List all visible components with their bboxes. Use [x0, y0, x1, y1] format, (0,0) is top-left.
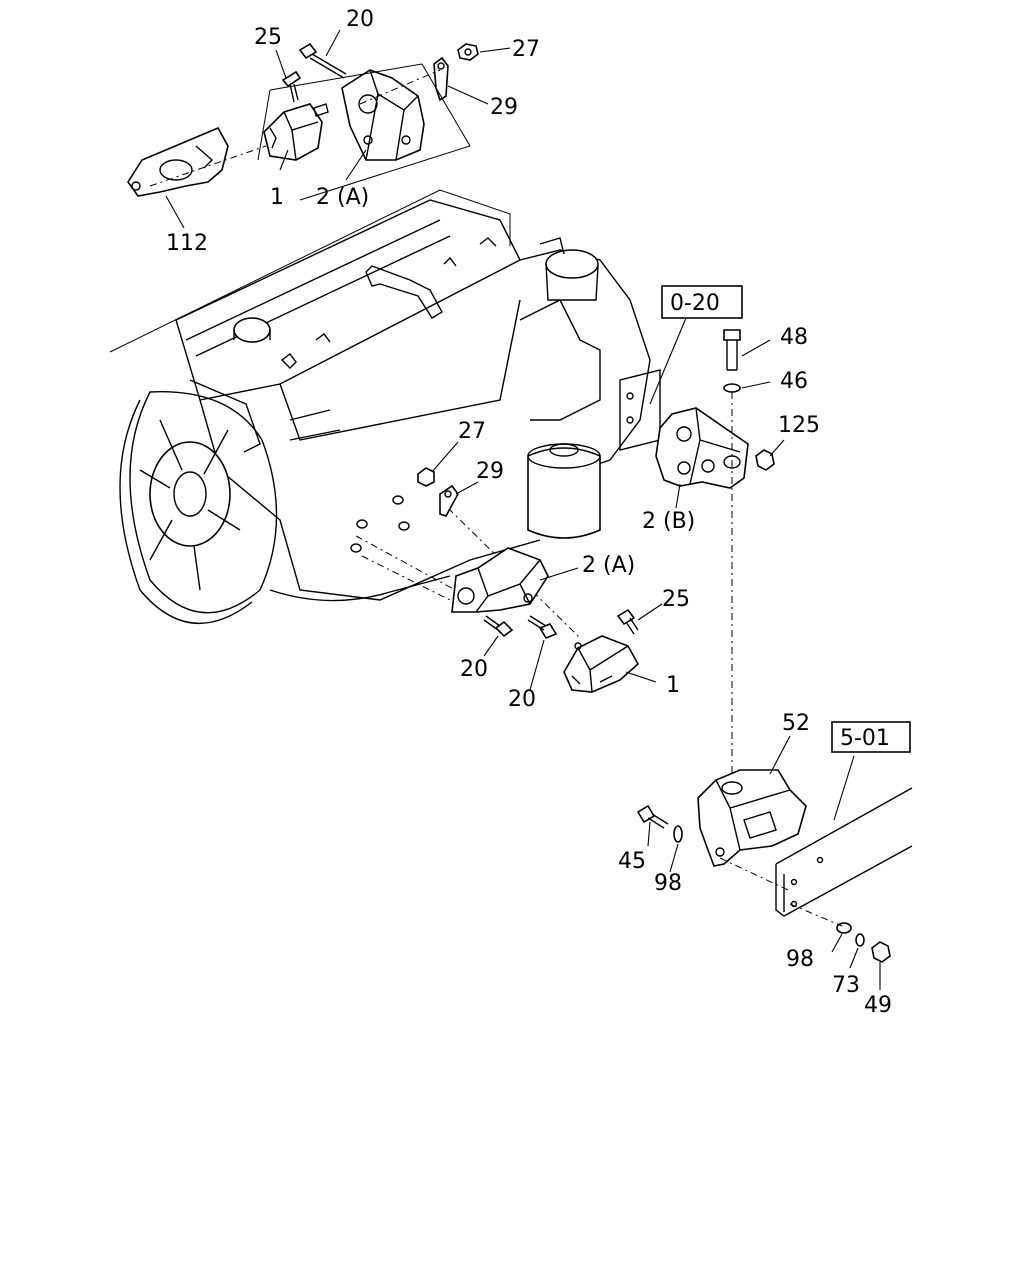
bracket-112: [127, 126, 229, 197]
callout-98-b: 98: [786, 947, 814, 972]
bracket-2a-top: [341, 69, 425, 161]
bracket-2a-mid: [451, 547, 549, 613]
callout-52: 52: [782, 711, 810, 736]
callout-20-mid-a: 20: [460, 657, 488, 682]
bolt-20-top: [298, 42, 318, 60]
callout-27-mid: 27: [458, 419, 486, 444]
nut-27-top: [457, 43, 479, 61]
oil-filler-cap: [233, 317, 271, 343]
nut-49: [871, 941, 891, 963]
callout-45: 45: [618, 849, 646, 874]
middle-mount-group: [355, 467, 640, 693]
lockwasher-73: [855, 933, 865, 947]
flywheel-housing: [519, 249, 651, 471]
callout-20-top: 20: [346, 7, 374, 32]
bolt-48: [723, 329, 741, 341]
nut-27-mid: [417, 467, 435, 487]
callout-125: 125: [778, 413, 820, 438]
top-mount-group: [127, 42, 479, 201]
rear-mount-group: [636, 285, 913, 963]
callout-73: 73: [832, 973, 860, 998]
callout-29-mid: 29: [476, 459, 504, 484]
callout-48: 48: [780, 325, 808, 350]
callout-2a-mid: 2 (A): [582, 553, 635, 578]
callout-1-mid: 1: [666, 673, 680, 698]
oil-filter: [527, 447, 601, 539]
rubber-mount-mid: [563, 635, 640, 693]
bolt-25-mid: [616, 608, 636, 626]
callout-98-a: 98: [654, 871, 682, 896]
callout-49: 49: [864, 993, 892, 1018]
cylinder-head: [175, 199, 521, 401]
bracket-112-hole: [159, 159, 193, 181]
cooling-fan: [119, 379, 278, 624]
clip-29-top: [433, 56, 449, 102]
bolt-25-top: [281, 70, 302, 88]
rubber-mount-top: [263, 103, 323, 161]
ref-box-5-01: [831, 721, 911, 753]
callout-1-top: 1: [270, 185, 284, 210]
callout-2b: 2 (B): [642, 509, 695, 534]
ref-box-0-20: [661, 285, 743, 319]
callout-27-top: 27: [512, 37, 540, 62]
leader-lines: [165, 29, 881, 990]
callout-112: 112: [166, 231, 208, 256]
frame-rail: [775, 787, 913, 917]
ref-box-0-20-label: 0-20: [670, 291, 720, 316]
callout-2a-top: 2 (A): [316, 185, 369, 210]
callout-29-top: 29: [490, 95, 518, 120]
washer-98-a: [673, 825, 683, 843]
callout-46: 46: [780, 369, 808, 394]
washer-46: [723, 383, 741, 393]
bolt-20-mid-b: [538, 623, 558, 639]
bracket-2b: [655, 407, 749, 489]
callout-25-top: 25: [254, 25, 282, 50]
callout-20-mid-b: 20: [508, 687, 536, 712]
nut-125: [755, 449, 775, 471]
engine-assembly: [109, 189, 661, 624]
callout-25-mid: 25: [662, 587, 690, 612]
ref-box-5-01-label: 5-01: [840, 726, 890, 751]
callout-labels: 25 20 27 29 1 2 (A) 112 48 46 125 2 (B) …: [166, 7, 892, 1018]
